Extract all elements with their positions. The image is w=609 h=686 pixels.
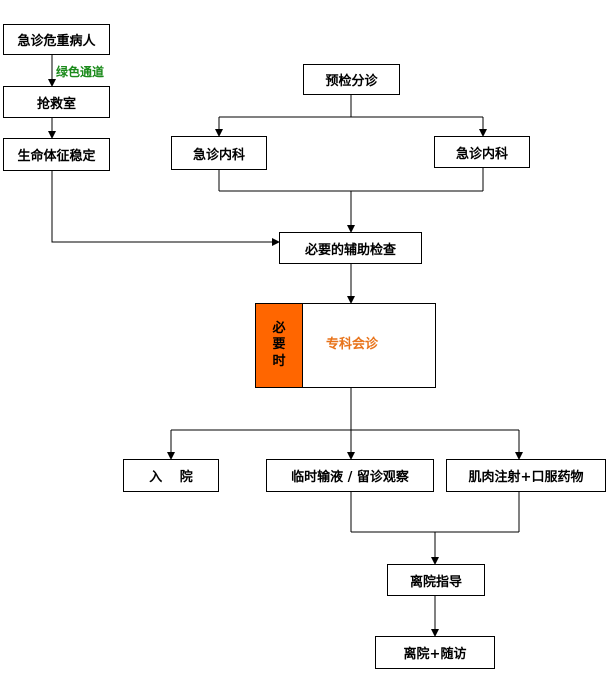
node-im-injection-oral-label: 肌肉注射+口服药物 xyxy=(468,470,584,485)
node-admit-label: 入 院 xyxy=(149,470,193,485)
node-critical-patient: 急诊危重病人 xyxy=(3,24,110,55)
node-vitals-stable: 生命体征稳定 xyxy=(3,138,110,171)
node-admit: 入 院 xyxy=(123,459,219,492)
node-triage: 预检分诊 xyxy=(303,64,400,95)
node-triage-label: 预检分诊 xyxy=(325,74,378,89)
node-rescue-room-label: 抢救室 xyxy=(36,96,76,112)
node-er-internal-right: 急诊内科 xyxy=(434,136,530,168)
node-critical-patient-label: 急诊危重病人 xyxy=(17,34,96,49)
node-vitals-stable-label: 生命体征稳定 xyxy=(17,149,96,164)
when-needed-label: 必要时 xyxy=(272,321,286,369)
specialist-consult-label: 专科会诊 xyxy=(326,337,379,352)
node-iv-observation-label: 临时输液 / 留诊观察 xyxy=(291,470,409,485)
arrow-stable-to-exam xyxy=(51,171,280,246)
when-needed-tab: 必要时 xyxy=(255,303,303,388)
green-channel-label: 绿色通道 xyxy=(56,65,105,79)
node-discharge-guidance: 离院指导 xyxy=(387,564,485,596)
node-er-internal-right-label: 急诊内科 xyxy=(455,146,508,162)
node-aux-exam-label: 必要的辅助检查 xyxy=(304,242,396,258)
node-aux-exam: 必要的辅助检查 xyxy=(279,232,422,264)
node-rescue-room: 抢救室 xyxy=(3,86,110,118)
node-im-injection-oral: 肌肉注射+口服药物 xyxy=(446,459,606,492)
node-discharge-followup-label: 离院+随访 xyxy=(403,647,467,662)
node-iv-observation: 临时输液 / 留诊观察 xyxy=(266,459,434,492)
node-er-internal-left: 急诊内科 xyxy=(171,136,267,170)
node-discharge-guidance-label: 离院指导 xyxy=(409,574,462,590)
node-discharge-followup: 离院+随访 xyxy=(375,636,495,669)
node-er-internal-left-label: 急诊内科 xyxy=(192,147,245,163)
